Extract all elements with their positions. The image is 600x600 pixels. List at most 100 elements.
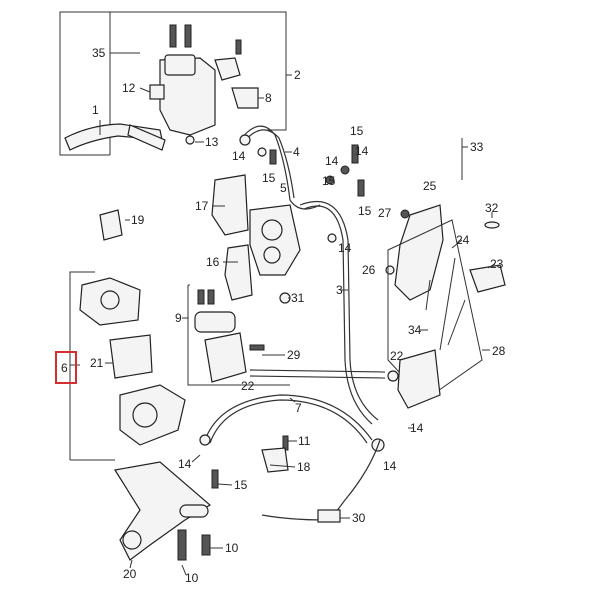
callout-17[interactable]: 17 [195, 199, 209, 213]
callout-14-b[interactable]: 14 [325, 154, 339, 168]
callout-22-a[interactable]: 22 [241, 379, 255, 393]
spring-rod [425, 279, 431, 311]
callout-9[interactable]: 9 [175, 311, 182, 325]
group-box-6 [69, 271, 95, 460]
grommet-14e [327, 233, 337, 243]
screw-right [235, 39, 242, 55]
callout-14-c[interactable]: 14 [338, 241, 352, 255]
bolt-9b [207, 289, 215, 305]
washer-14b [257, 147, 267, 157]
callout-1[interactable]: 1 [92, 103, 99, 117]
banjo-14f [199, 434, 211, 446]
callout-18[interactable]: 18 [297, 460, 311, 474]
bolt-top-b [184, 24, 192, 48]
callout-6[interactable]: 6 [61, 361, 68, 375]
callout-4[interactable]: 4 [293, 145, 300, 159]
callout-34[interactable]: 34 [408, 323, 422, 337]
reservior-cap [164, 54, 196, 76]
cable-30-lower [261, 514, 326, 521]
clip-18 [261, 447, 289, 473]
switch-30 [317, 509, 341, 523]
callout-10-bottom[interactable]: 10 [185, 571, 199, 585]
callout-14-a[interactable]: 14 [232, 149, 246, 163]
callout-21[interactable]: 21 [90, 356, 104, 370]
callout-27[interactable]: 27 [378, 206, 392, 220]
callout-15-a[interactable]: 15 [262, 171, 276, 185]
callout-15-d[interactable]: 15 [234, 478, 248, 492]
master-cylinder-body [159, 57, 216, 136]
clamp-bracket [214, 57, 241, 81]
callout-33[interactable]: 33 [470, 140, 484, 154]
callout-10-right[interactable]: 10 [225, 541, 239, 555]
callout-labels: 1 2 3 4 5 6 7 8 9 10 10 11 12 13 14 14 1… [61, 46, 506, 585]
callout-14-e[interactable]: 14 [383, 459, 397, 473]
callout-8[interactable]: 8 [265, 91, 272, 105]
hose-29-outline [249, 375, 386, 379]
caliper-piston-a [261, 219, 283, 241]
nut-13 [185, 135, 195, 145]
hose-3 [299, 201, 379, 421]
callout-28[interactable]: 28 [492, 344, 506, 358]
callout-15-e[interactable]: 15 [322, 174, 336, 188]
callout-15-c[interactable]: 15 [358, 204, 372, 218]
callout-26[interactable]: 26 [362, 263, 376, 277]
cable-30-upper [329, 439, 381, 521]
callout-24[interactable]: 24 [456, 233, 470, 247]
callout-5[interactable]: 5 [280, 181, 287, 195]
bolt-15c [357, 179, 365, 197]
banjo-14a [239, 134, 251, 146]
callout-35[interactable]: 35 [92, 46, 106, 60]
hose-29 [249, 369, 386, 373]
callout-30[interactable]: 30 [352, 511, 366, 525]
callout-29[interactable]: 29 [287, 348, 301, 362]
callout-32[interactable]: 32 [485, 201, 499, 215]
bolt-10a [177, 529, 187, 561]
caliper-bracket-17 [211, 174, 249, 236]
callout-13[interactable]: 13 [205, 135, 219, 149]
hose-clamp-19 [99, 209, 123, 241]
callout-3[interactable]: 3 [336, 283, 343, 297]
callout-20[interactable]: 20 [123, 567, 137, 581]
callout-11[interactable]: 11 [298, 434, 311, 448]
callout-23[interactable]: 23 [490, 257, 504, 271]
callout-14-d[interactable]: 14 [178, 457, 192, 471]
callout-15-b[interactable]: 15 [350, 124, 364, 138]
callout-14-g[interactable]: 14 [355, 144, 369, 158]
bolt-15d [211, 469, 219, 489]
group-box-28 [387, 219, 483, 401]
switch-block [149, 84, 165, 100]
rear-caliper-piston [132, 402, 158, 428]
leader-lines [70, 146, 496, 576]
bolt-15a [269, 149, 277, 165]
rear-piston [100, 290, 120, 310]
rod-34 [447, 299, 466, 346]
leader-12 [139, 87, 151, 93]
group-box-2 [59, 11, 287, 156]
caliper-piston-b [263, 246, 281, 264]
highlight-box-6[interactable] [55, 351, 77, 384]
callout-31[interactable]: 31 [291, 291, 305, 305]
bracket-hole [122, 530, 142, 550]
callout-19[interactable]: 19 [131, 213, 145, 227]
reservoir-body [204, 332, 247, 383]
callout-2[interactable]: 2 [294, 68, 301, 82]
callout-16[interactable]: 16 [206, 255, 220, 269]
bracket-25 [394, 204, 444, 301]
reservoir-9 [194, 311, 236, 333]
washer-14c [325, 175, 335, 185]
callout-14-f[interactable]: 14 [410, 421, 424, 435]
bolt-9a [197, 289, 205, 305]
callout-25[interactable]: 25 [423, 179, 437, 193]
rear-master-cylinder-22 [397, 349, 441, 409]
master-cylinder-group [59, 11, 292, 156]
hose-7-outline [209, 399, 368, 444]
brake-pads-16 [224, 244, 253, 301]
bolt-15b [351, 144, 359, 164]
callout-12[interactable]: 12 [122, 81, 136, 95]
callout-7[interactable]: 7 [295, 401, 302, 415]
bolt-10b [201, 534, 211, 556]
callout-22-b[interactable]: 22 [390, 349, 404, 363]
washer-14d [340, 165, 350, 175]
